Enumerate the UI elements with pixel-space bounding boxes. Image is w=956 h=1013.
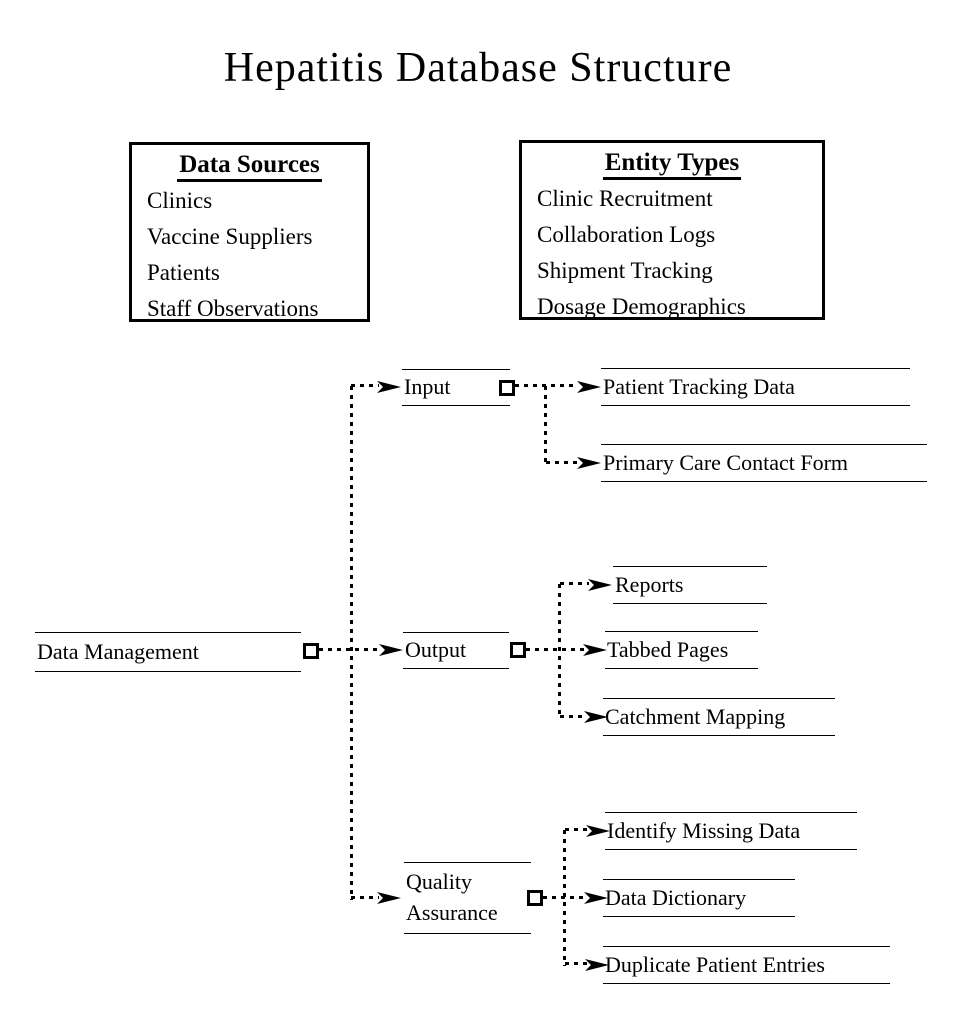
arrow-icon <box>379 644 403 656</box>
tree-node-duplicate-patient-entries: Duplicate Patient Entries <box>603 946 890 984</box>
arrow-icon <box>584 711 608 723</box>
tree-node-tabbed-pages: Tabbed Pages <box>605 631 758 669</box>
list-item: Dosage Demographics <box>537 294 746 319</box>
connector-to-primary-care-contact-form <box>546 461 578 464</box>
entity-types-box-title: Entity Types <box>522 148 822 180</box>
list-item: Clinics <box>147 188 213 213</box>
tree-node-primary-care-contact-form: Primary Care Contact Form <box>601 444 927 482</box>
connector-to-catchment-mapping <box>560 715 586 718</box>
list-item: Vaccine Suppliers <box>147 224 313 249</box>
arrow-icon <box>585 959 609 971</box>
data-sources-box-items: Clinics Vaccine Suppliers Patients Staff… <box>132 183 367 327</box>
junction-square-icon <box>510 642 526 658</box>
junction-square-icon <box>303 643 319 659</box>
tree-node-identify-missing-data: Identify Missing Data <box>605 812 857 850</box>
junction-square-icon <box>527 890 543 906</box>
tree-node-catchment-mapping: Catchment Mapping <box>603 698 835 736</box>
connector-output-to-children <box>526 648 584 651</box>
connector-input-branch-vertical <box>544 386 547 465</box>
arrow-icon <box>584 892 608 904</box>
connector-qa-branch-vertical <box>563 830 566 966</box>
list-item: Collaboration Logs <box>537 222 716 247</box>
tree-node-input: Input <box>402 369 510 406</box>
connector-trunk-vertical <box>350 386 353 900</box>
connector-input-to-children <box>515 384 578 387</box>
data-sources-box: Data Sources Clinics Vaccine Suppliers P… <box>129 142 370 322</box>
connector-output-branch-vertical <box>558 584 561 719</box>
page-title: Hepatitis Database Structure <box>223 45 733 91</box>
connector-root-to-output <box>319 648 379 651</box>
tree-node-reports: Reports <box>613 566 767 604</box>
entity-types-box-items: Clinic Recruitment Collaboration Logs Sh… <box>522 181 822 325</box>
connector-to-reports <box>560 582 589 585</box>
tree-node-quality-assurance: Quality Assurance <box>404 862 531 934</box>
arrow-icon <box>583 644 607 656</box>
connector-trunk-to-qa <box>351 896 379 899</box>
connector-trunk-to-input <box>351 384 379 387</box>
tree-node-data-management: Data Management <box>35 632 301 672</box>
entity-types-box: Entity Types Clinic Recruitment Collabor… <box>519 140 825 320</box>
arrow-icon <box>577 457 601 469</box>
tree-node-output: Output <box>403 632 509 669</box>
junction-square-icon <box>499 380 515 396</box>
list-item: Staff Observations <box>147 296 319 321</box>
entity-types-box-title-text: Entity Types <box>602 149 742 180</box>
tree-node-patient-tracking-data: Patient Tracking Data <box>601 368 910 406</box>
tree-node-data-dictionary: Data Dictionary <box>603 879 795 917</box>
data-sources-box-title-text: Data Sources <box>177 151 322 182</box>
arrow-icon <box>586 825 610 837</box>
arrow-icon <box>577 381 601 393</box>
connector-to-identify-missing-data <box>565 828 589 831</box>
list-item: Shipment Tracking <box>537 258 713 283</box>
arrow-icon <box>377 381 401 393</box>
arrow-icon <box>377 892 401 904</box>
list-item: Patients <box>147 260 220 285</box>
arrow-icon <box>588 579 612 591</box>
connector-to-duplicate-patient-entries <box>565 962 587 965</box>
data-sources-box-title: Data Sources <box>132 150 367 182</box>
list-item: Clinic Recruitment <box>537 186 713 211</box>
